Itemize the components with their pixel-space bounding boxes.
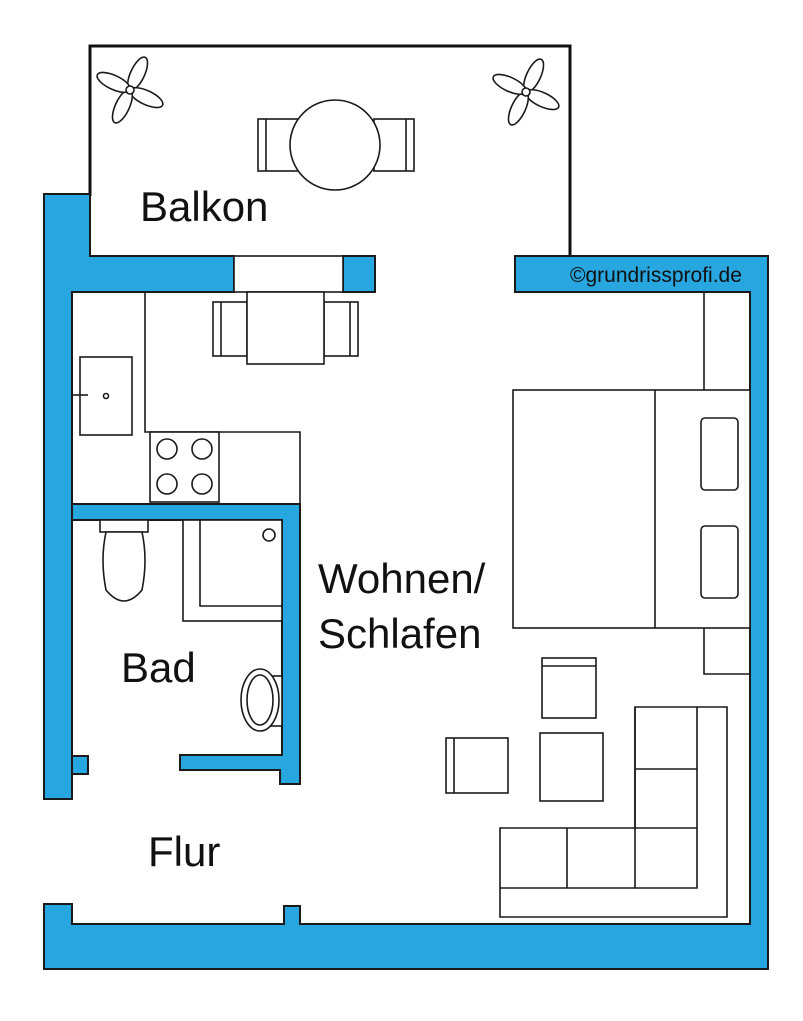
toilet-icon: [99, 519, 149, 602]
wall-bath-stub: [71, 755, 89, 775]
sofa-icon: [499, 706, 728, 918]
dining-table-icon: [212, 291, 359, 365]
wardrobe: [703, 292, 750, 675]
side-table-icon: [539, 732, 604, 802]
armchair-icon: [445, 737, 509, 794]
room-label-bath: Bad: [121, 644, 196, 691]
plant-icon: [492, 58, 560, 126]
stove-icon: [149, 431, 220, 503]
shower-icon: [182, 519, 283, 622]
room-label-balcony: Balkon: [140, 183, 268, 230]
sink-icon: [72, 356, 133, 436]
kitchen: [72, 292, 301, 504]
wall-balcony-right: [342, 255, 376, 293]
room-label-hall: Flur: [148, 828, 220, 875]
balcony-door: [233, 255, 344, 293]
balcony-table-icon: [257, 99, 415, 191]
room-label-living-1: Wohnen/: [318, 555, 486, 602]
room-label-living-2: Schlafen: [318, 610, 481, 657]
credit-text: ©grundrissprofi.de: [570, 264, 742, 287]
balcony-outline: [88, 44, 572, 256]
bed-icon: [512, 389, 751, 629]
plant-icon: [96, 56, 164, 124]
wash-basin-icon: [240, 668, 283, 732]
armchair-icon: [541, 657, 597, 719]
